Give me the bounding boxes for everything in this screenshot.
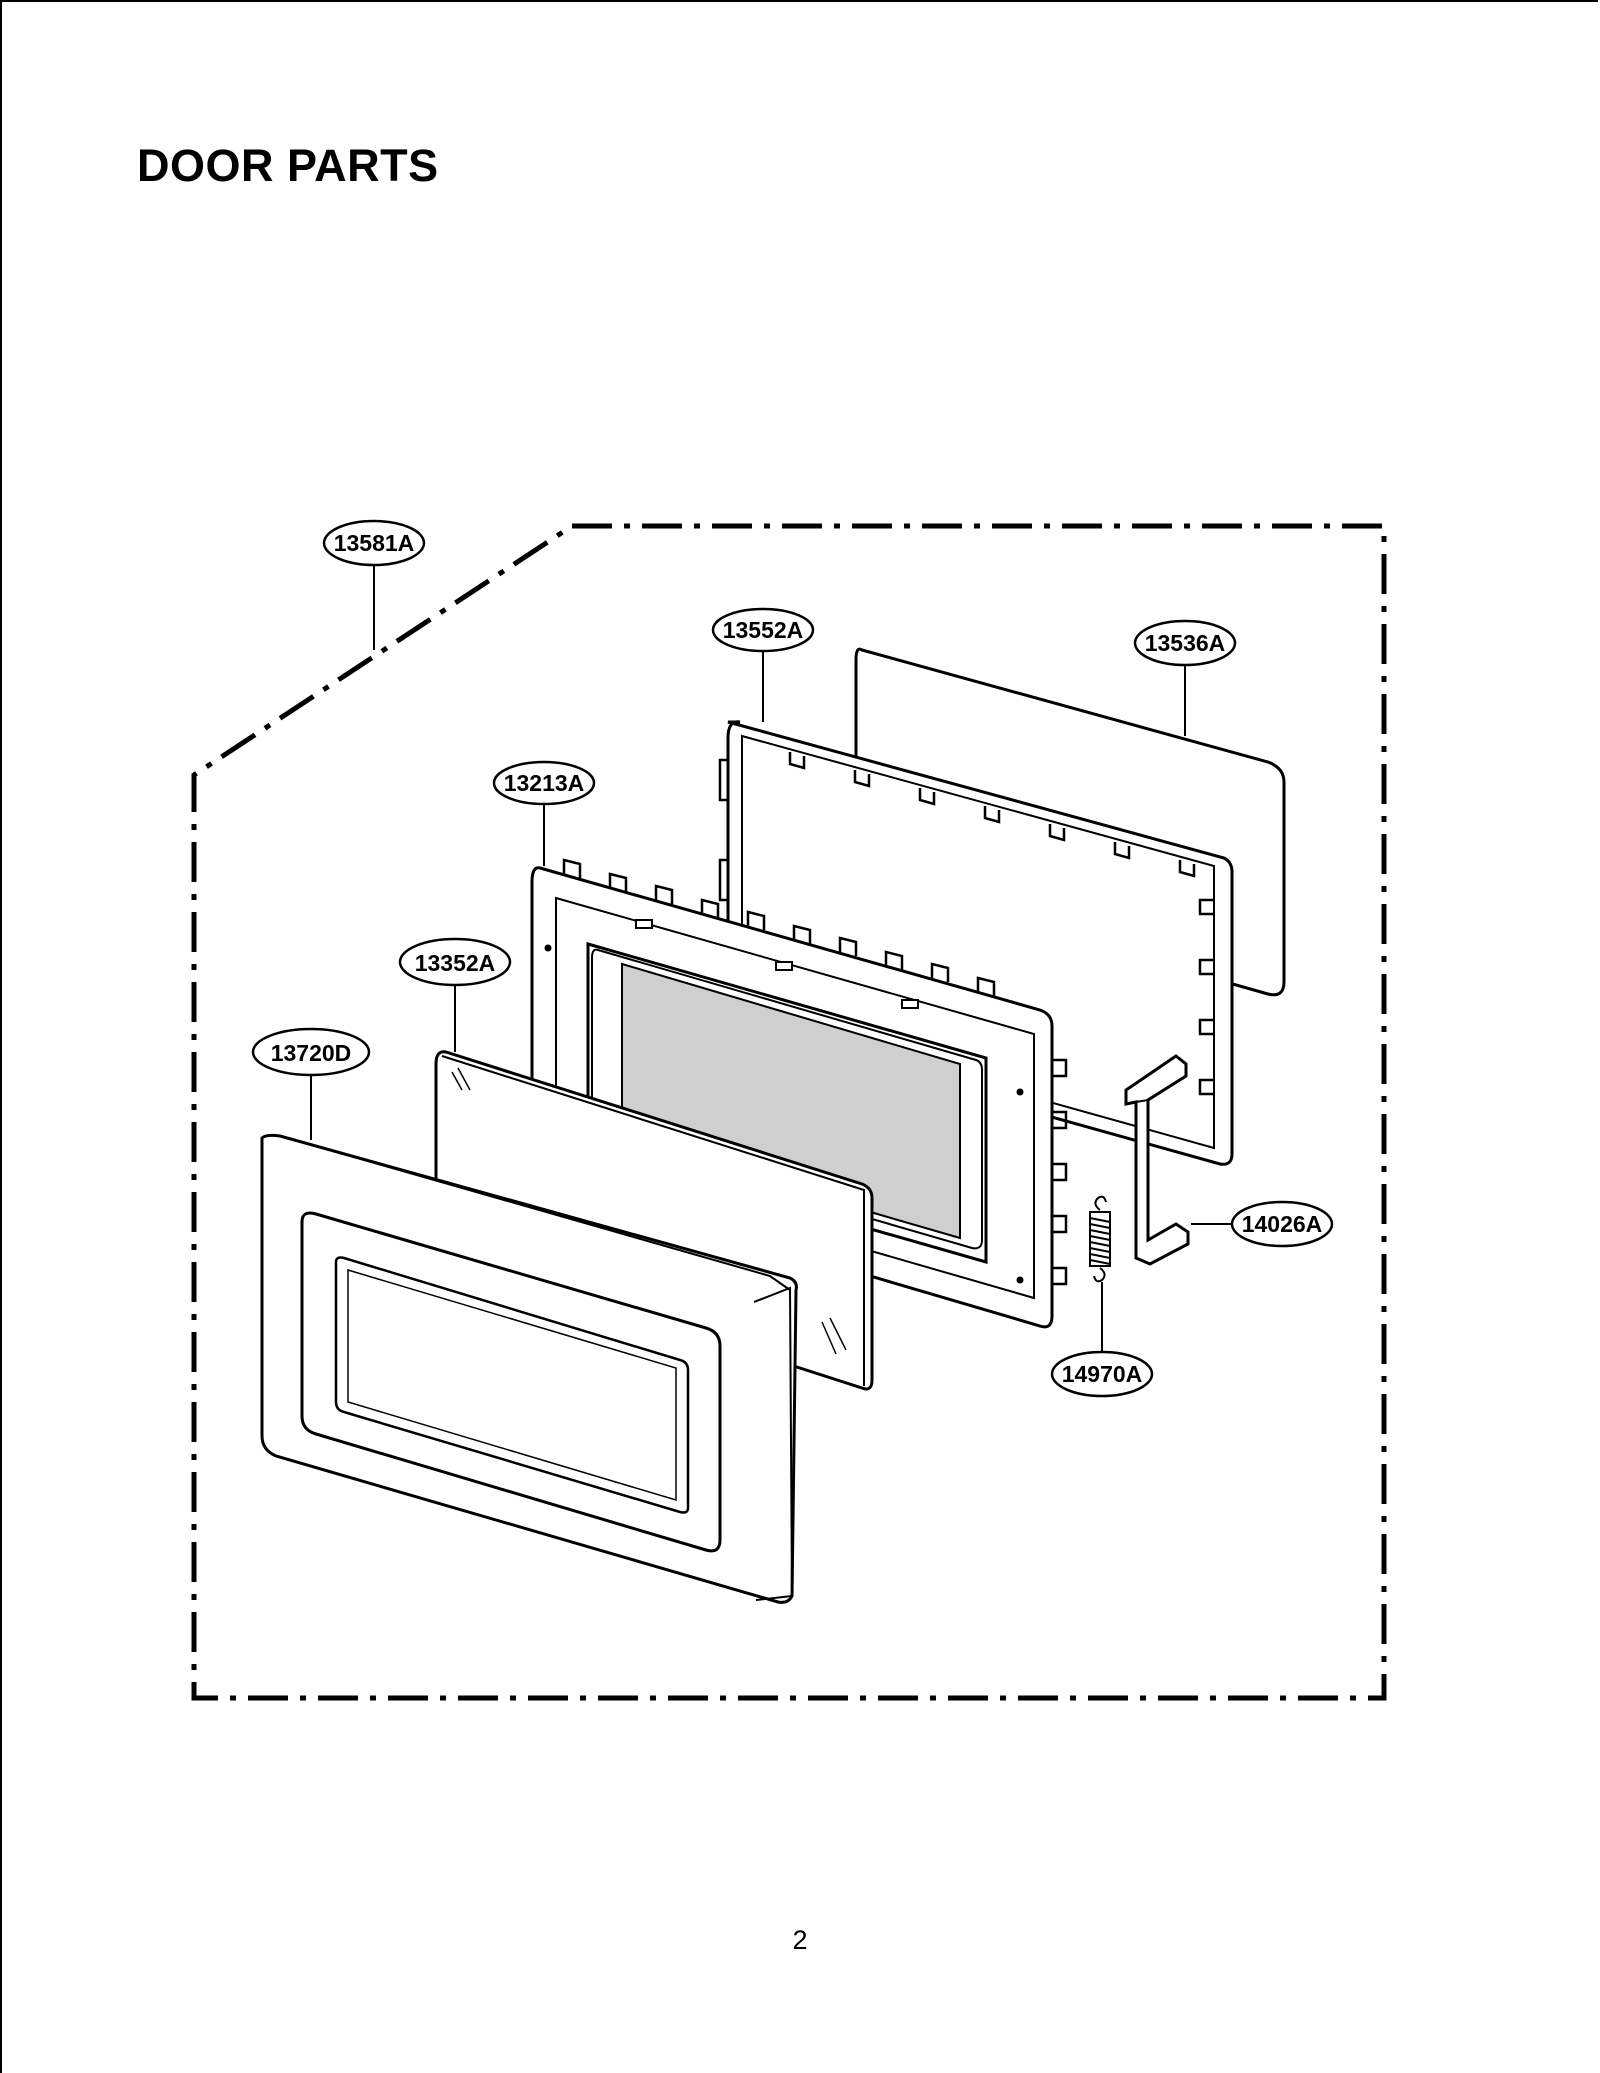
callout-13213a: 13213A — [492, 760, 596, 806]
callout-14970a-label: 14970A — [1062, 1361, 1143, 1387]
part-13720d-door-front — [260, 1133, 798, 1604]
callout-13352a-label: 13352A — [415, 950, 496, 976]
callout-13581a: 13581A — [322, 519, 426, 567]
callout-13720d-label: 13720D — [271, 1040, 352, 1066]
callout-14026a: 14026A — [1230, 1200, 1334, 1248]
leader-lines — [310, 566, 1234, 1352]
callout-13720d: 13720D — [251, 1027, 371, 1077]
callout-13536a: 13536A — [1133, 619, 1237, 667]
callout-13581a-label: 13581A — [334, 530, 415, 556]
callout-14970a: 14970A — [1050, 1350, 1154, 1398]
callout-13213a-label: 13213A — [504, 770, 585, 796]
callout-13352a: 13352A — [398, 937, 512, 987]
page-title: DOOR PARTS — [137, 140, 439, 191]
page-number: 2 — [792, 1925, 808, 1955]
part-14970a-spring — [1089, 1195, 1111, 1283]
callout-14026a-label: 14026A — [1242, 1211, 1323, 1237]
callout-13552a: 13552A — [711, 607, 815, 653]
callout-13536a-label: 13536A — [1145, 630, 1226, 656]
part-14026a-latch — [1124, 1054, 1190, 1266]
callout-13552a-label: 13552A — [723, 617, 804, 643]
